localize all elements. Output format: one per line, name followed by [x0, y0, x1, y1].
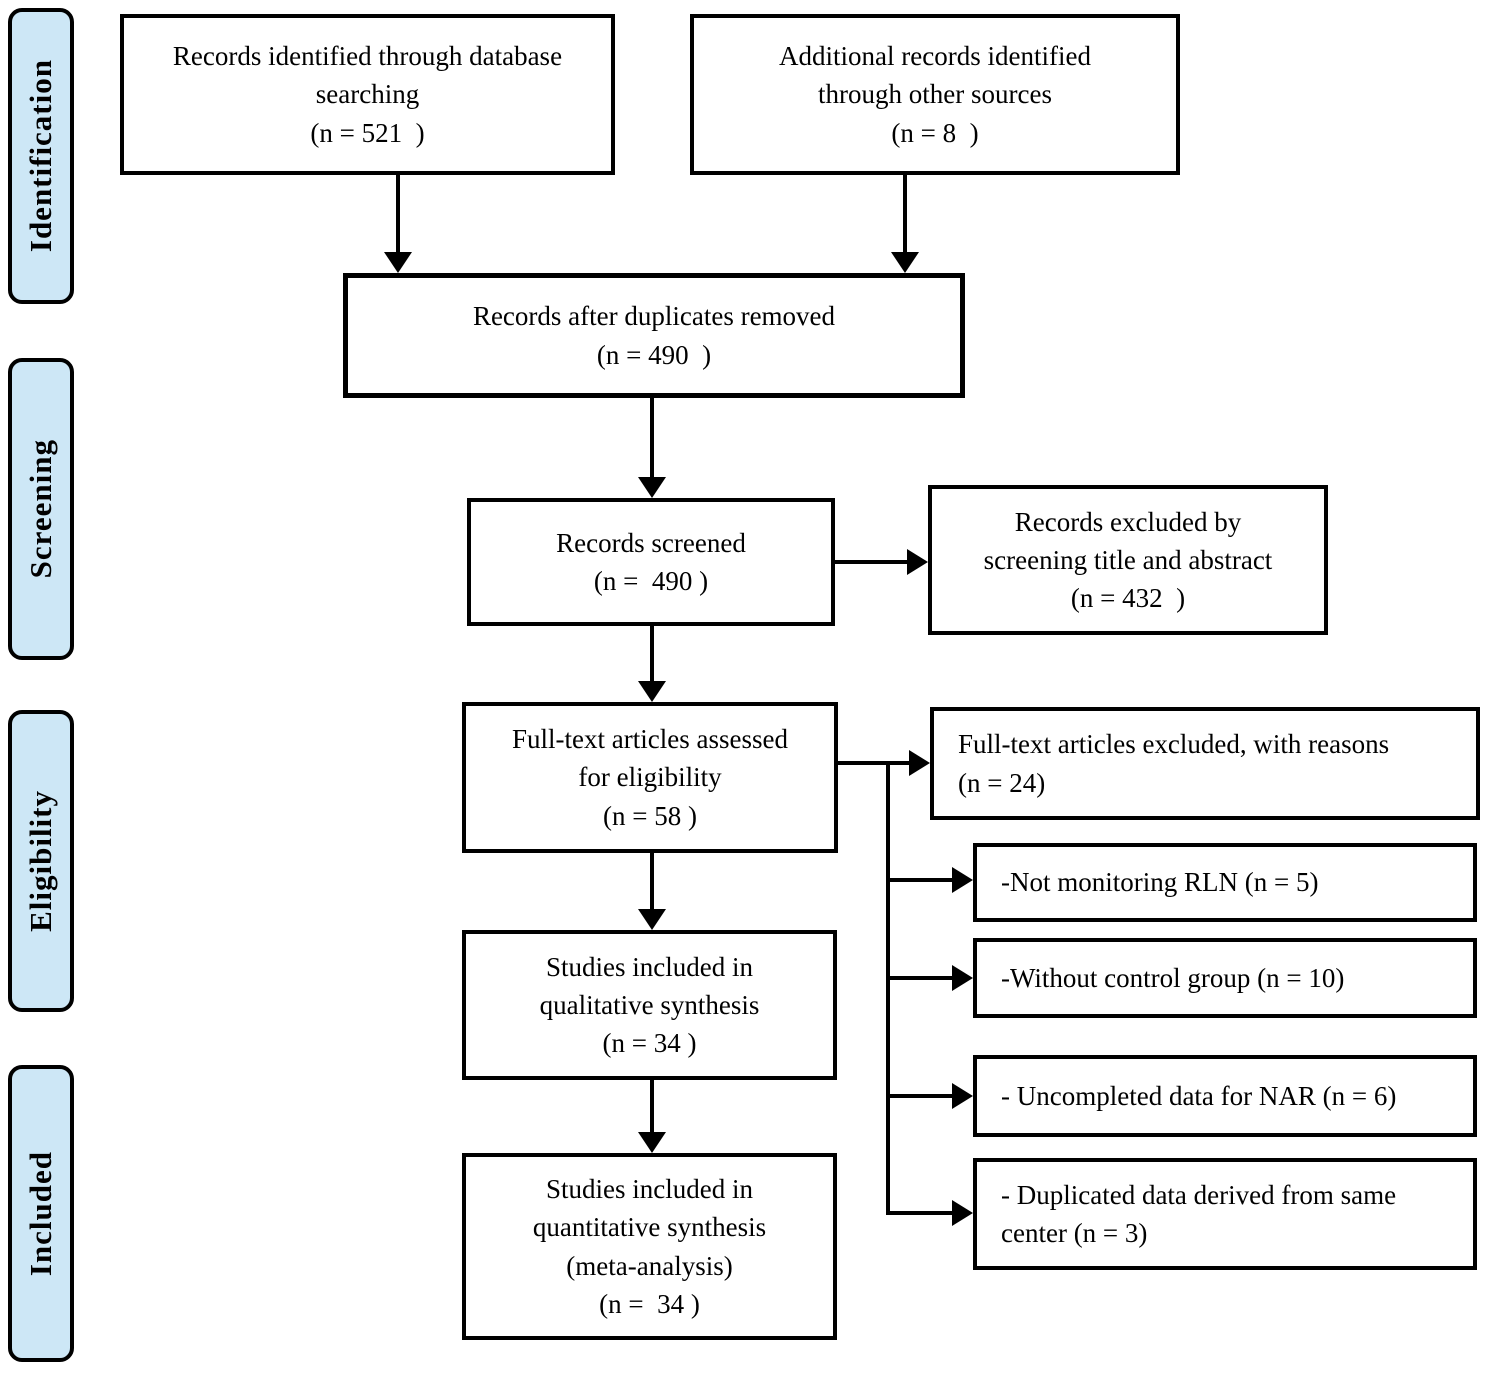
- arrowhead-right-uncompleted: [952, 1083, 973, 1109]
- arrowhead-down-quantitative: [638, 1132, 666, 1153]
- arrowhead-down-fulltext: [638, 681, 666, 702]
- connector-branch-to-duplicated: [886, 1211, 954, 1215]
- node-reason-not-monitoring-text: -Not monitoring RLN (n = 5): [1001, 867, 1319, 898]
- arrowhead-down-additional: [891, 252, 919, 273]
- node-qualitative-synthesis: Studies included in qualitative synthesi…: [462, 930, 837, 1080]
- arrowhead-right-excluded: [907, 549, 928, 575]
- connector-fulltext-to-qualitative: [650, 852, 654, 910]
- node-records-identified: Records identified through database sear…: [120, 14, 615, 175]
- connector-reasons-branch: [886, 761, 890, 1215]
- arrowhead-right-without-control: [952, 965, 973, 991]
- connector-screened-to-excluded: [833, 560, 909, 564]
- stage-label-included-text: Included: [23, 1150, 58, 1277]
- node-reason-uncompleted-data-text: - Uncompleted data for NAR (n = 6): [1001, 1080, 1397, 1111]
- node-records-screened: Records screened (n = 490 ): [467, 498, 835, 626]
- arrowhead-down-screened: [638, 477, 666, 498]
- stage-label-included: Included: [8, 1065, 74, 1362]
- node-fulltext-excluded-text: Full-text articles excluded, with reason…: [958, 729, 1390, 798]
- node-records-identified-text: Records identified through database sear…: [172, 41, 563, 148]
- node-after-duplicates: Records after duplicates removed (n = 49…: [343, 273, 965, 398]
- node-reason-without-control-text: -Without control group (n = 10): [1001, 962, 1345, 993]
- connector-branch-to-without-control: [886, 976, 954, 980]
- node-quantitative-synthesis: Studies included in quantitative synthes…: [462, 1153, 837, 1340]
- arrowhead-down-identified: [384, 252, 412, 273]
- node-reason-duplicated-data-text: - Duplicated data derived from same cent…: [1001, 1179, 1397, 1248]
- stage-label-identification: Identification: [8, 8, 74, 304]
- node-fulltext-assessed: Full-text articles assessed for eligibil…: [462, 702, 838, 853]
- node-records-excluded-text: Records excluded by screening title and …: [983, 506, 1273, 614]
- arrowhead-right-duplicated: [952, 1200, 973, 1226]
- node-fulltext-assessed-text: Full-text articles assessed for eligibil…: [512, 724, 788, 831]
- node-records-screened-text: Records screened (n = 490 ): [556, 527, 746, 596]
- node-qualitative-synthesis-text: Studies included in qualitative synthesi…: [539, 951, 760, 1059]
- connector-branch-to-uncompleted: [886, 1094, 954, 1098]
- arrowhead-down-qualitative: [638, 909, 666, 930]
- node-reason-without-control: -Without control group (n = 10): [973, 938, 1477, 1018]
- node-reason-not-monitoring: -Not monitoring RLN (n = 5): [973, 843, 1477, 922]
- node-quantitative-synthesis-text: Studies included in quantitative synthes…: [532, 1173, 767, 1319]
- stage-label-eligibility-text: Eligibility: [23, 790, 58, 932]
- stage-label-screening: Screening: [8, 358, 74, 660]
- node-additional-records: Additional records identified through ot…: [690, 14, 1180, 175]
- connector-qualitative-to-quantitative: [650, 1079, 654, 1133]
- node-reason-duplicated-data: - Duplicated data derived from same cent…: [973, 1158, 1477, 1270]
- node-fulltext-excluded: Full-text articles excluded, with reason…: [930, 707, 1480, 820]
- arrowhead-right-fulltext-excluded: [909, 750, 930, 776]
- connector-identified-to-duplicates: [396, 173, 400, 253]
- node-reason-uncompleted-data: - Uncompleted data for NAR (n = 6): [973, 1055, 1477, 1137]
- connector-screened-to-fulltext: [650, 625, 654, 683]
- arrowhead-right-not-monitoring: [952, 867, 973, 893]
- stage-label-identification-text: Identification: [23, 59, 58, 253]
- connector-duplicates-to-screened: [650, 397, 654, 478]
- node-records-excluded: Records excluded by screening title and …: [928, 485, 1328, 635]
- node-additional-records-text: Additional records identified through ot…: [779, 41, 1091, 148]
- stage-label-eligibility: Eligibility: [8, 710, 74, 1012]
- stage-label-screening-text: Screening: [23, 439, 58, 579]
- connector-additional-to-duplicates: [903, 173, 907, 253]
- node-after-duplicates-text: Records after duplicates removed (n = 49…: [472, 301, 836, 370]
- connector-branch-to-not-monitoring: [886, 878, 954, 882]
- connector-fulltext-to-excluded: [836, 761, 911, 765]
